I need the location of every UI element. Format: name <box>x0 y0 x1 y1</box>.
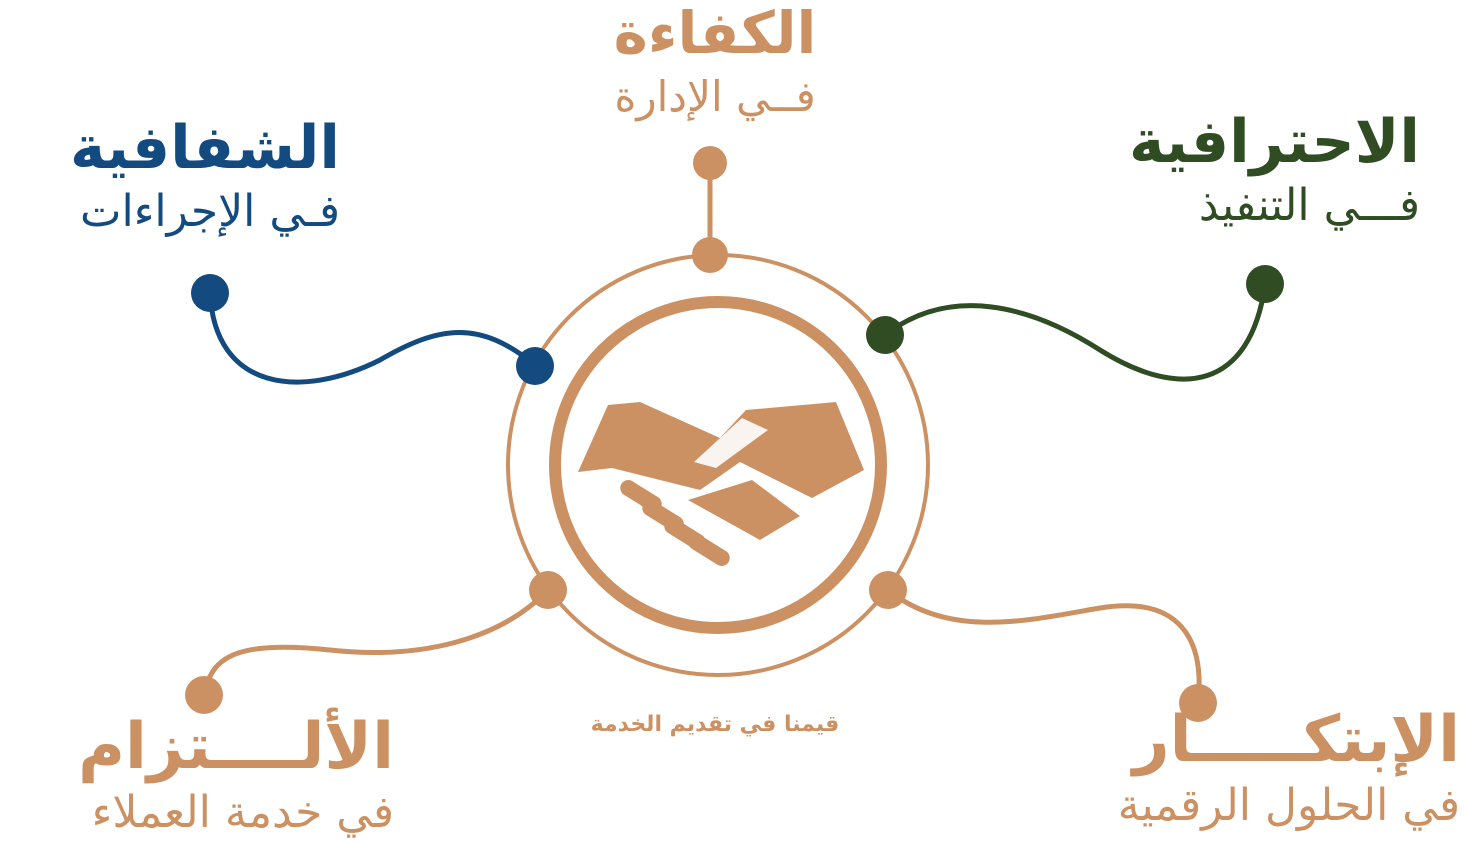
value-innovation-title: الإبتكـــــار <box>1132 703 1460 777</box>
efficiency-end-dot <box>693 146 727 180</box>
value-commitment-title: الألــــتزام <box>78 710 394 784</box>
value-transparency-title: الشفافية <box>69 113 340 183</box>
value-efficiency: الكفاءة فــي الإدارة <box>590 4 840 118</box>
value-professionalism: الاحترافية فـــي التنفيذ <box>1098 112 1420 228</box>
innovation-connector <box>886 588 1202 704</box>
transparency-ring-dot <box>516 347 554 385</box>
commitment-connector <box>202 588 550 696</box>
center-tagline: قيمنا في تقديم الخدمة <box>590 712 840 737</box>
transparency-end-dot <box>191 274 229 312</box>
innovation-end-dot <box>1179 684 1217 722</box>
commitment-end-dot <box>185 676 223 714</box>
value-commitment-subtitle: في خدمة العملاء <box>91 787 394 838</box>
value-transparency-subtitle: فـي الإجراءات <box>80 186 340 237</box>
value-professionalism-title: الاحترافية <box>1128 107 1420 177</box>
value-innovation-subtitle: في الحلول الرقمية <box>1117 780 1460 831</box>
value-efficiency-title: الكفاءة <box>613 0 817 67</box>
professionalism-connector <box>883 284 1268 382</box>
inner-ring <box>549 296 887 634</box>
innovation-ring-dot <box>869 571 907 609</box>
value-commitment: الألــــتزام في خدمة العملاء <box>14 715 394 835</box>
commitment-ring-dot <box>529 571 567 609</box>
transparency-connector <box>207 292 537 385</box>
handshake-icon <box>578 402 864 566</box>
value-innovation: الإبتكـــــار في الحلول الرقمية <box>1060 708 1460 828</box>
professionalism-end-dot <box>1246 265 1284 303</box>
value-efficiency-subtitle: فــي الإدارة <box>614 72 816 121</box>
value-professionalism-subtitle: فـــي التنفيذ <box>1198 180 1420 231</box>
professionalism-ring-dot <box>866 316 904 354</box>
efficiency-ring-dot <box>692 237 728 273</box>
value-transparency: الشفافية فـي الإجراءات <box>40 118 340 234</box>
